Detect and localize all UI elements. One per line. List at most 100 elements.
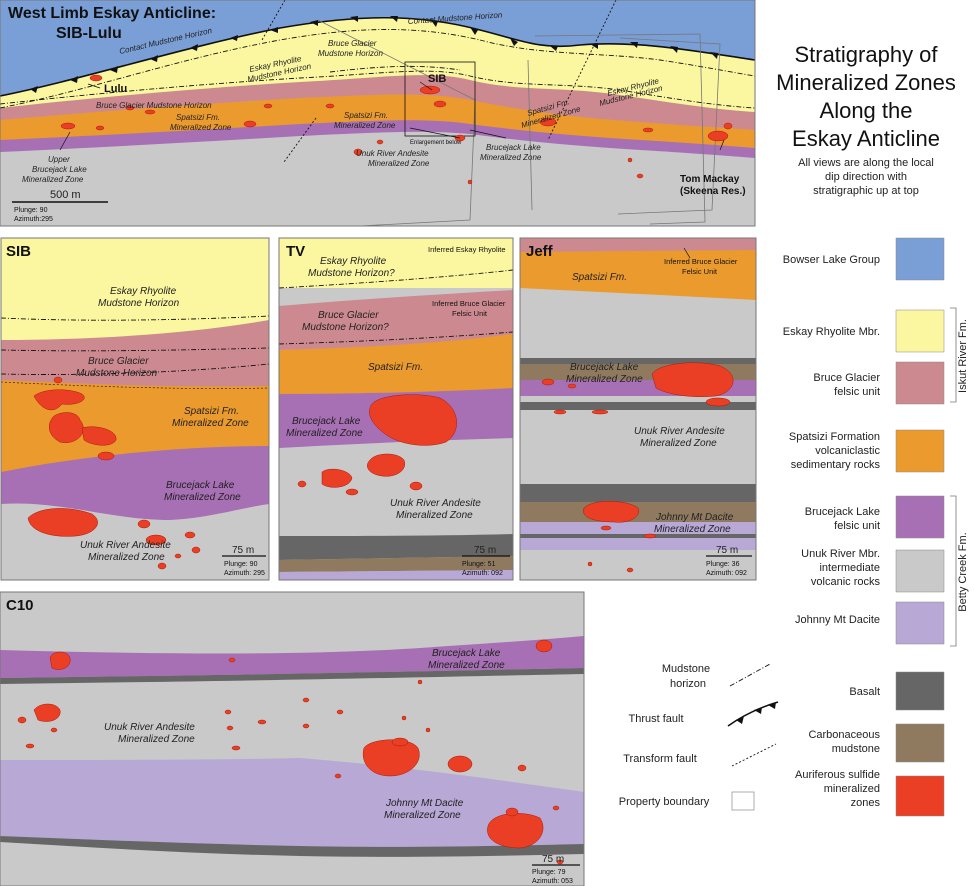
top-label-upper-bj-3: Mineralized Zone <box>22 175 84 184</box>
jeff-johnny-2 <box>520 538 756 550</box>
c10-plunge: Plunge: 79 <box>532 869 566 876</box>
tv-panel-border <box>278 237 514 581</box>
tv-label-bj-2: Mineralized Zone <box>286 428 363 439</box>
tv-label-eskay-1: Eskay Rhyolite <box>320 256 387 267</box>
top-label-sib: SIB <box>428 73 446 85</box>
tv-johnny <box>279 570 513 580</box>
legend-label-brucejack-1: Brucejack Lake <box>805 506 880 518</box>
jeff-spatsizi <box>520 250 756 300</box>
top-label-spatsizi-mid-2: Mineralized Zone <box>334 121 396 130</box>
jeff-label-unuk-1: Unuk River Andesite <box>634 426 725 437</box>
legend-item-bruce: Bruce Glacier felsic unit <box>813 361 945 405</box>
jeff-label-johnny-1: Johnny Mt Dacite <box>655 512 734 523</box>
top-label-upper-bj-2: Brucejack Lake <box>32 165 87 174</box>
sib-label-eskay-1: Eskay Rhyolite <box>110 286 177 297</box>
legend-label-basalt: Basalt <box>849 686 880 698</box>
tv-sulfide-zones <box>297 394 457 496</box>
top-label-spatsizi-left-2: Mineralized Zone <box>170 123 232 132</box>
top-contact-mudstone-right <box>479 39 755 77</box>
sib-eskay-mudstone <box>1 315 269 321</box>
sib-label-unuk-2: Mineralized Zone <box>88 552 165 563</box>
note-line-2: dip direction with <box>825 171 907 183</box>
top-azimuth: Azimuth:295 <box>14 216 53 223</box>
sib-bruce-mudstone-2 <box>1 363 269 375</box>
top-leader-lines <box>59 81 725 151</box>
legend-label-carbon-1: Carbonaceous <box>808 729 880 741</box>
jeff-basalt-1 <box>520 358 756 364</box>
top-property-boundaries <box>317 19 721 226</box>
tv-eskay-mudstone <box>279 269 513 289</box>
legend-item-carbon: Carbonaceous mudstone <box>808 723 945 763</box>
top-label-spatsizi-mid-1: Spatsizi Fm. <box>344 111 388 120</box>
jeff-scale-label: 75 m <box>716 545 738 556</box>
top-scale-label: 500 m <box>50 189 81 201</box>
legend-item-brucejack: Brucejack Lake felsic unit <box>805 495 945 539</box>
c10-label-unuk-1: Unuk River Andesite <box>104 722 195 733</box>
legend-swatch-sulfide <box>895 775 945 817</box>
top-label-bruce-left: Bruce Glacier Mudstone Horizon <box>96 101 212 110</box>
sib-bruce-mudstone-1 <box>1 347 269 352</box>
top-title-2: SIB-Lulu <box>56 25 122 42</box>
c10-label-bj-1: Brucejack Lake <box>432 648 501 659</box>
legend-transform-line <box>731 743 777 767</box>
top-transform-fault-3 <box>283 117 317 163</box>
top-label-bj-2: Mineralized Zone <box>480 153 542 162</box>
c10-label-bj-2: Mineralized Zone <box>428 660 505 671</box>
legend-label-unuk-2: intermediate <box>819 562 880 574</box>
legend-mudstone-label-1: Mudstone <box>662 663 710 675</box>
tv-label-spatsizi: Spatsizi Fm. <box>368 362 423 373</box>
top-label-unuk-2: Mineralized Zone <box>368 159 430 168</box>
tv-carbon <box>279 556 513 572</box>
sib-label-bruce-1: Bruce Glacier <box>88 356 149 367</box>
tv-label-unuk-1: Unuk River Andesite <box>390 498 481 509</box>
sib-azimuth: Azimuth: 295 <box>224 570 265 577</box>
tv-scale-label: 75 m <box>474 545 496 556</box>
legend-bracket-iskut: Iskut River Fm. <box>950 307 969 403</box>
c10-basalt-2 <box>0 836 584 857</box>
jeff-panel-border <box>519 237 757 581</box>
tv-label-bruce-2: Mudstone Horizon? <box>302 322 389 333</box>
legend-label-bruce-2: felsic unit <box>834 386 880 398</box>
sib-label-spatsizi-1: Spatsizi Fm. <box>184 406 239 417</box>
top-bruce-mudstone <box>0 70 755 109</box>
legend-label-sulfide-2: mineralized <box>824 783 880 795</box>
tv-label-inferred-bruce-1: Inferred Bruce Glacier <box>432 299 506 308</box>
legend-swatch-spatsizi <box>895 429 945 473</box>
top-label-bruce-upper-2: Mudstone Horizon <box>318 49 383 58</box>
top-transform-fault-2 <box>547 0 617 141</box>
tv-plunge: Plunge: 51 <box>462 561 496 568</box>
legend-mudstone-label-2: horizon <box>670 678 706 690</box>
c10-brucejack <box>0 636 584 678</box>
sib-sulfide-zones <box>27 376 201 570</box>
legend-swatch-bowser <box>895 237 945 281</box>
heading-line-1: Stratigraphy of <box>794 42 938 67</box>
sib-spatsizi-contact <box>1 381 269 389</box>
top-unuk <box>0 131 755 226</box>
legend-label-sulfide-3: zones <box>851 797 881 809</box>
tv-label-eskay-2: Mudstone Horizon? <box>308 268 395 279</box>
top-sulfide-zones <box>60 74 733 185</box>
legend-label-eskay: Eskay Rhyolite Mbr. <box>783 326 880 338</box>
legend-swatch-bruce <box>895 361 945 405</box>
line-legend: Mudstone horizon Thrust fault Transform … <box>619 663 779 811</box>
top-label-tom-1: Tom Mackay <box>680 174 740 185</box>
legend-item-unuk: Unuk River Mbr. intermediate volcanic ro… <box>801 548 945 593</box>
c10-johnny <box>0 758 584 847</box>
top-plunge: Plunge: 90 <box>14 207 48 214</box>
jeff-label-unuk-2: Mineralized Zone <box>640 438 717 449</box>
top-label-bj-1: Brucejack Lake <box>486 143 541 152</box>
jeff-label-bj-1: Brucejack Lake <box>570 362 639 373</box>
legend-label-sulfide-1: Auriferous sulfide <box>795 769 880 781</box>
c10-sulfide-zones <box>17 639 564 865</box>
sib-label-eskay-2: Mudstone Horizon <box>98 298 180 309</box>
tv-bruce-mudstone <box>279 331 513 345</box>
sib-panel: SIB Eskay Rhyolite Mudstone Horizon Bruc… <box>1 238 269 580</box>
legend-bracket-betty: Betty Creek Fm. <box>950 495 969 647</box>
note-line-3: stratigraphic up at top <box>813 185 919 197</box>
jeff-sulfide-zones <box>541 362 734 573</box>
top-label-lulu: Lulu <box>104 83 127 95</box>
tv-panel: TV Inferred Eskay Rhyolite Eskay Rhyolit… <box>279 238 513 580</box>
legend-property-swatch <box>731 791 755 811</box>
legend-swatch-brucejack <box>895 495 945 539</box>
legend-item-sulfide: Auriferous sulfide mineralized zones <box>795 769 945 817</box>
